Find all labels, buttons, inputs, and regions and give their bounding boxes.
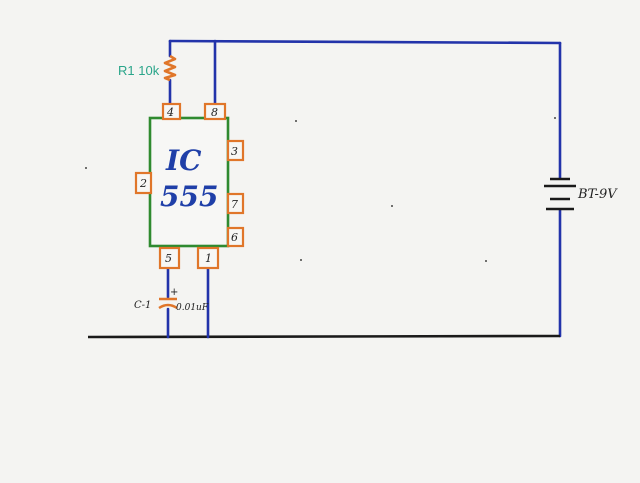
resistor-label: R1 10k: [118, 63, 160, 78]
capacitor-plate-bottom: [158, 303, 178, 310]
pin-6-label: 6: [231, 231, 238, 244]
speck: [485, 260, 487, 262]
pin-6: [226, 226, 245, 248]
pin-8: [203, 102, 227, 121]
ground-rail: [87, 334, 561, 339]
pin-4-label: 4: [166, 106, 174, 119]
speck: [85, 167, 87, 169]
speck: [554, 117, 556, 119]
capacitor-label: C-1: [134, 300, 151, 311]
battery-label: BT-9V: [577, 187, 618, 202]
pin-2-label: 2: [139, 177, 147, 190]
speck: [391, 205, 393, 207]
pin-4: [161, 102, 182, 121]
pin-3: [226, 139, 245, 162]
ic-label-line2: 555: [160, 180, 218, 213]
pin-7: [226, 192, 245, 215]
capacitor-polarity: +: [170, 287, 178, 298]
speck: [300, 259, 302, 261]
wire-top-rail: [168, 39, 562, 45]
pin-5-label: 5: [165, 252, 172, 265]
pin-3-label: 3: [231, 145, 238, 158]
pin-5: [158, 246, 181, 270]
ic-label-line1: IC: [165, 144, 202, 177]
speck: [295, 120, 297, 122]
pin-1: [196, 246, 220, 270]
resistor-r1: [163, 54, 177, 82]
pin-8-label: 8: [211, 106, 218, 119]
pin-1-label: 1: [205, 252, 212, 265]
pin-7-label: 7: [231, 198, 238, 211]
capacitor-value: 0.01uF: [176, 303, 209, 313]
pin-2: [134, 171, 153, 195]
